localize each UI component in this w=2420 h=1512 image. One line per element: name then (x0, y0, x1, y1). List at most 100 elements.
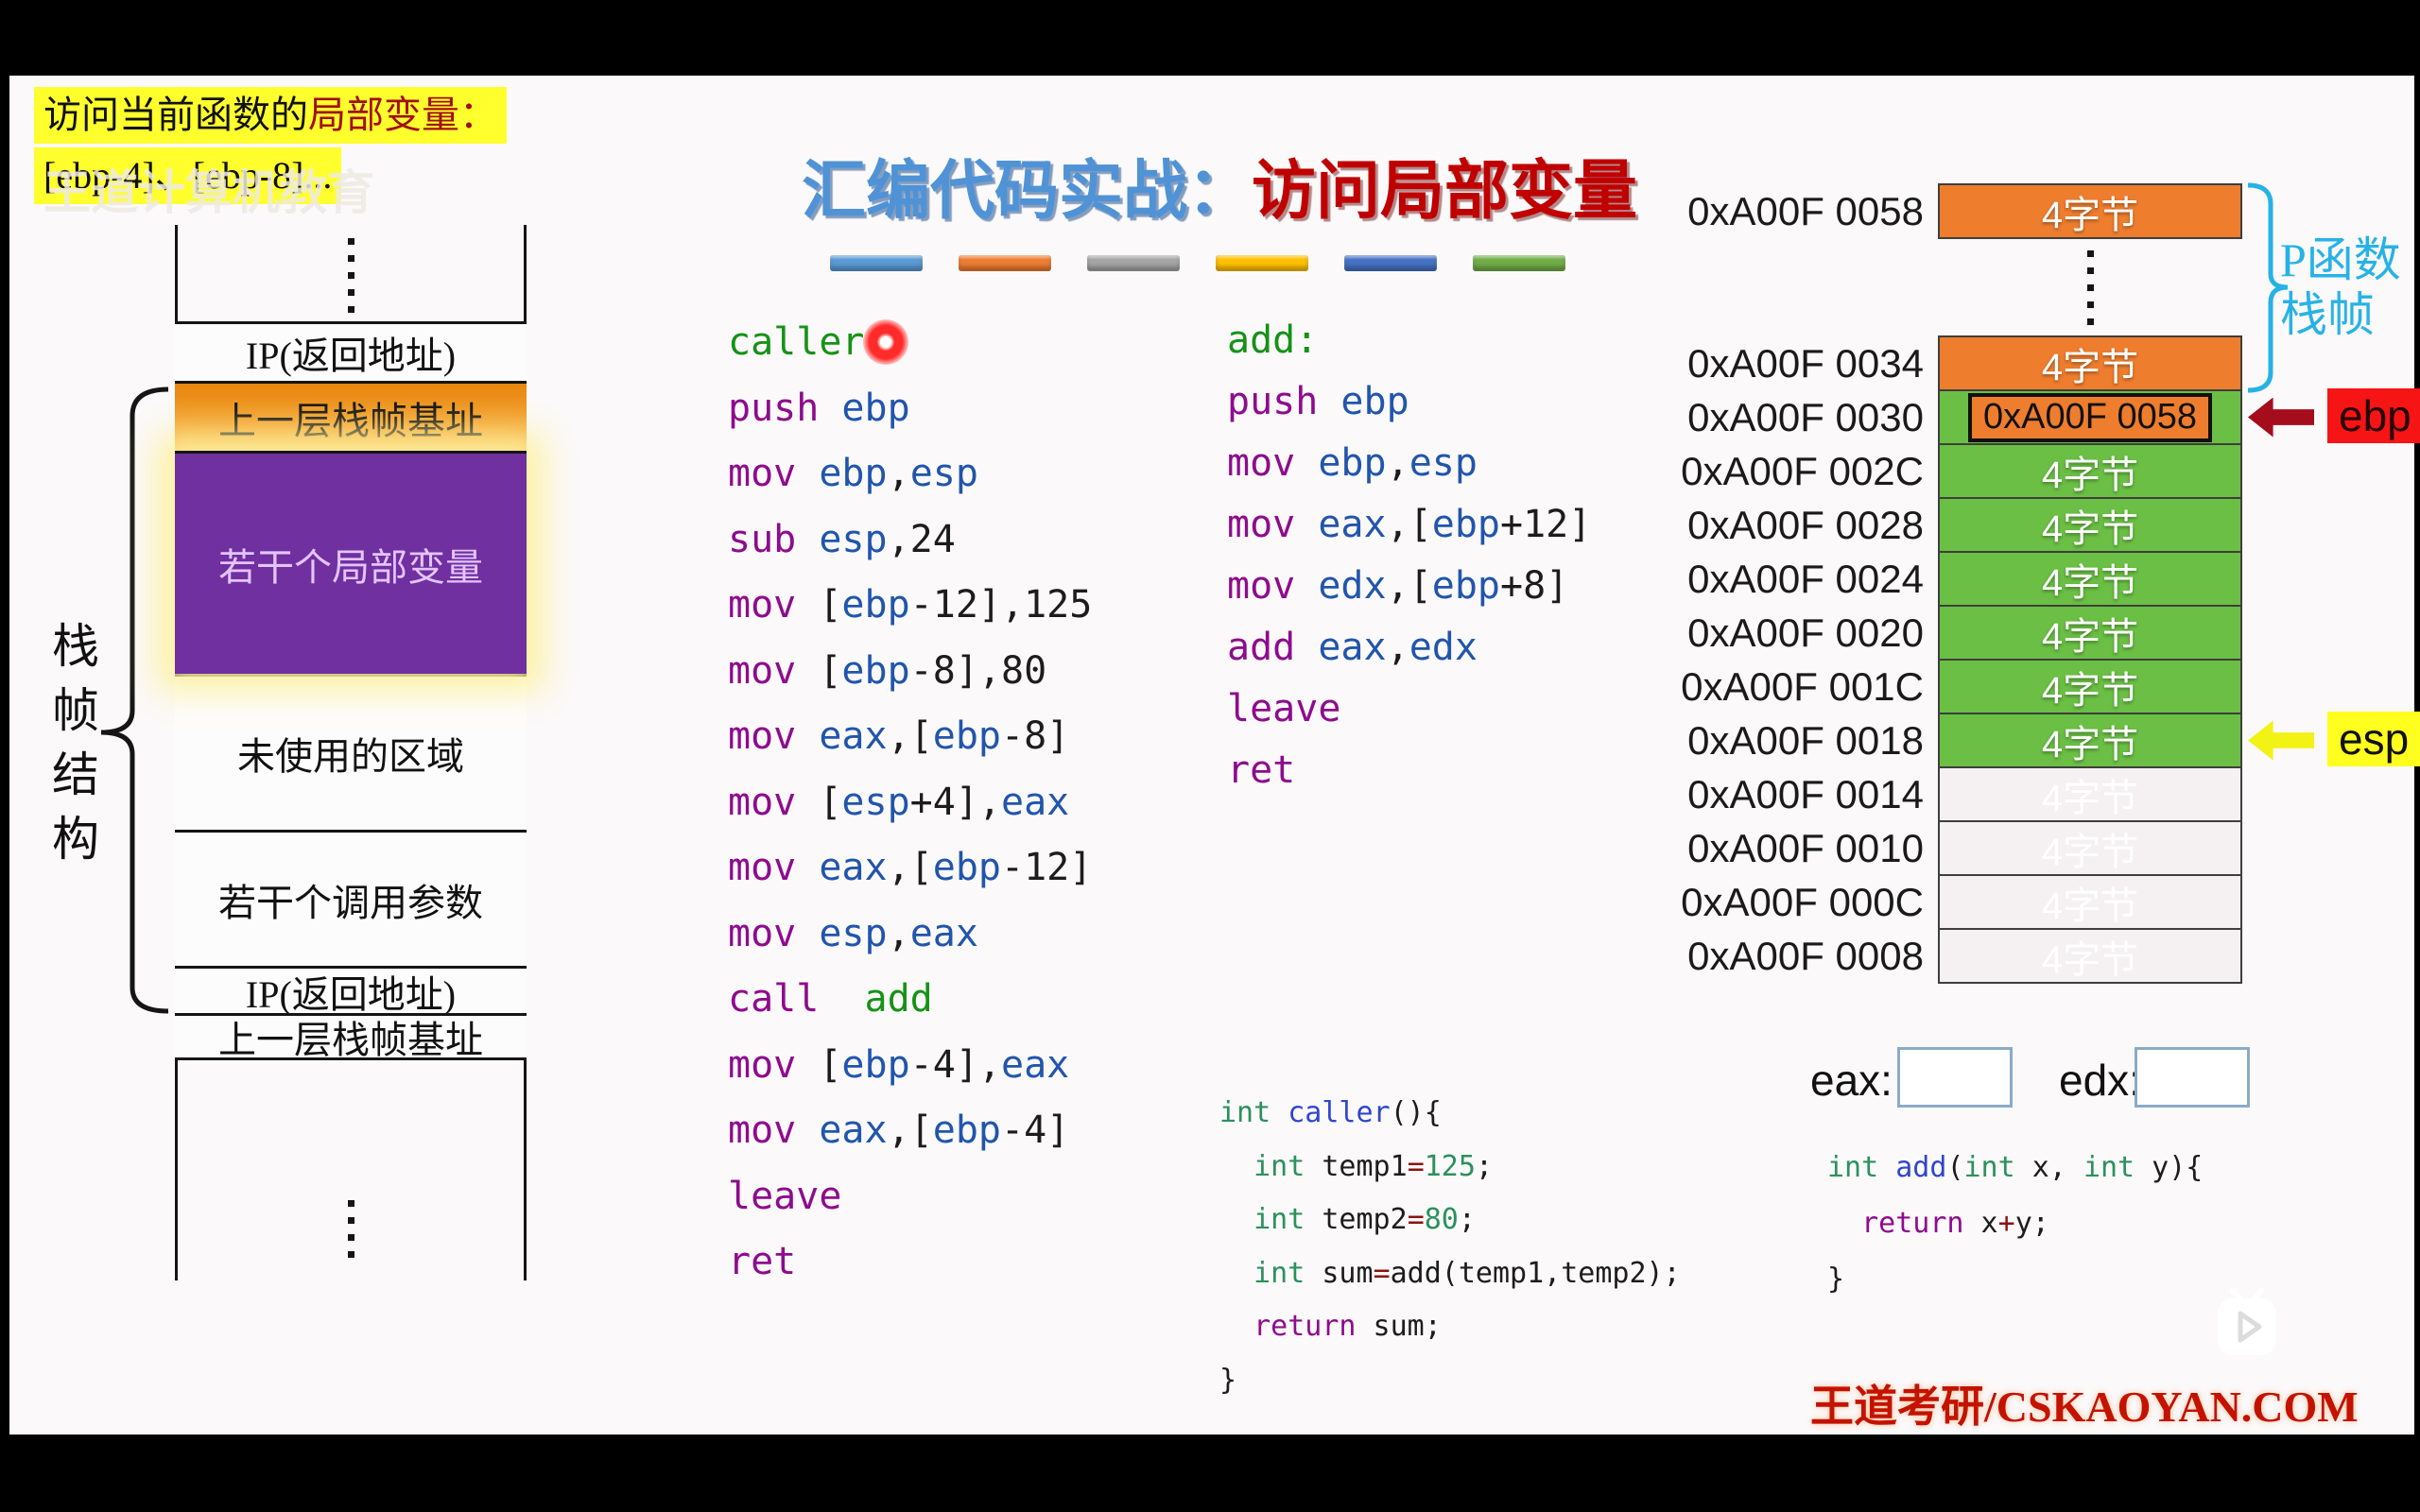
memory-address: 0xA00F 0028 (1687, 502, 1924, 547)
code-line: return x+y; (1861, 1207, 2049, 1240)
ellipsis-dot (2086, 318, 2094, 325)
code-line: push ebp (1227, 380, 1409, 423)
memory-cell: 4字节 (1938, 659, 2242, 714)
code-line: int temp1=125; (1253, 1149, 1493, 1183)
p-function-frame-label-line2: 栈帧 (2280, 288, 2375, 341)
ellipsis-dot (2086, 249, 2094, 257)
ellipsis-dot (347, 1234, 354, 1241)
code-line: call add (728, 977, 933, 1021)
ebp-arrow-icon (2248, 397, 2314, 438)
code-line: push ebp (728, 386, 910, 430)
memory-cell: 0xA00F 0058 (1938, 389, 2242, 445)
memory-cell: 4字节 (1938, 551, 2242, 607)
code-line: mov edx,[ebp+8] (1227, 564, 1569, 608)
annotation-line1: 访问当前函数的局部变量： (34, 87, 507, 144)
code-line: mov [ebp-8],80 (728, 648, 1047, 693)
title-bar (959, 255, 1051, 271)
code-line: caller: (728, 320, 888, 364)
title-bar (1087, 255, 1180, 271)
code-line: return sum; (1253, 1310, 1442, 1343)
memory-address: 0xA00F 0018 (1687, 717, 1924, 763)
ellipsis-dot (347, 289, 354, 296)
title-bar (1473, 255, 1565, 271)
code-line: mov eax,[ebp+12] (1227, 503, 1592, 546)
code-line: } (1219, 1363, 1237, 1397)
annotation-line2: [ebp-4]、[ebp-8]... (34, 147, 342, 204)
code-line: int caller(){ (1219, 1096, 1442, 1129)
stack-cell: IP(返回地址) (175, 321, 527, 381)
stack-cell: 若干个调用参数 (175, 830, 527, 966)
memory-row: 0xA00F 0010 4字节 (1687, 820, 2242, 876)
memory-cell: 4字节 (1938, 443, 2242, 499)
title-bar (1216, 255, 1308, 271)
memory-cell: 4字节 (1938, 335, 2242, 391)
code-line: int add(int x, int y){ (1827, 1151, 2204, 1184)
code-line: mov eax,[ebp-8] (728, 714, 1070, 758)
laser-pointer-dot (863, 319, 908, 365)
stack-structure-label-char: 栈 (52, 620, 99, 673)
ellipsis-dot (347, 1217, 354, 1224)
p-function-frame-label-line1: P函数 (2280, 233, 2401, 286)
code-line: mov eax,[ebp-12] (728, 846, 1093, 889)
code-line: mov [esp+4],eax (728, 780, 1070, 824)
video-play-icon[interactable] (2210, 1287, 2284, 1359)
p-function-frame-label: P函数 栈帧 (2280, 232, 2401, 342)
memory-cell: 4字节 (1938, 605, 2242, 661)
memory-address: 0xA00F 0024 (1687, 556, 1924, 601)
caller-c-source: int caller(){ int temp1=125; int temp2=8… (1219, 1087, 1681, 1407)
code-line: mov [ebp-4],eax (728, 1042, 1070, 1087)
memory-address: 0xA00F 0008 (1687, 933, 1924, 978)
code-line: mov eax,[ebp-4] (728, 1108, 1070, 1152)
stack-cell: 上一层栈帧基址 (175, 1013, 527, 1061)
ellipsis-dot (347, 1251, 354, 1258)
ellipsis-dot (347, 238, 354, 245)
memory-row (1702, 237, 2242, 337)
memory-ellipsis (1938, 237, 2242, 337)
memory-address (1702, 237, 1938, 337)
code-line: ret (1227, 748, 1296, 792)
code-line: add: (1227, 318, 1319, 362)
edx-register-label: edx: (2059, 1056, 2141, 1105)
title-underline-bars (830, 255, 1565, 271)
code-line: mov ebp,esp (1227, 441, 1478, 485)
title-bar (1344, 255, 1437, 271)
memory-cell: 4字节 (1938, 183, 2242, 239)
memory-cell: 4字节 (1938, 874, 2242, 930)
stack-cell: 上一层栈帧基址 (175, 381, 527, 451)
esp-arrow-icon (2248, 720, 2314, 761)
stack-cell: 未使用的区域 (175, 674, 527, 830)
memory-address: 0xA00F 0010 (1687, 825, 1924, 870)
code-line: ret (728, 1240, 797, 1283)
code-line: add eax,edx (1227, 626, 1478, 669)
code-line: } (1827, 1263, 1845, 1296)
esp-register-label: esp (2327, 711, 2420, 766)
code-line: int sum=add(temp1,temp2); (1253, 1256, 1681, 1290)
p-function-frame-bracket (2247, 182, 2289, 393)
annotation-line1-black: 访问当前函数的 (43, 94, 308, 136)
page-title-red: 访问局部变量 (1252, 155, 1638, 227)
stack-frame-brace (100, 387, 169, 1014)
stack-structure-label: 栈帧结构 (49, 614, 102, 871)
memory-cell: 4字节 (1938, 928, 2242, 984)
memory-cell: 4字节 (1938, 497, 2242, 553)
memory-address: 0xA00F 0034 (1687, 340, 1924, 386)
stack-cell: IP(返回地址) (175, 966, 527, 1016)
memory-row: 0xA00F 000C 4字节 (1681, 874, 2242, 930)
ellipsis-dot (347, 272, 354, 279)
stack-structure-label-char: 构 (52, 813, 99, 866)
page-title: 汇编代码实战：访问局部变量 (747, 138, 1692, 232)
memory-cell: 4字节 (1938, 820, 2242, 876)
code-line: mov esp,eax (728, 911, 978, 955)
ellipsis-dot (2086, 284, 2094, 291)
stack-cell: 若干个局部变量 (175, 451, 527, 674)
ellipsis-dots-bottom (178, 1200, 524, 1258)
memory-address: 0xA00F 000C (1681, 879, 1924, 924)
memory-row: 0xA00F 0024 4字节 (1687, 551, 2242, 607)
